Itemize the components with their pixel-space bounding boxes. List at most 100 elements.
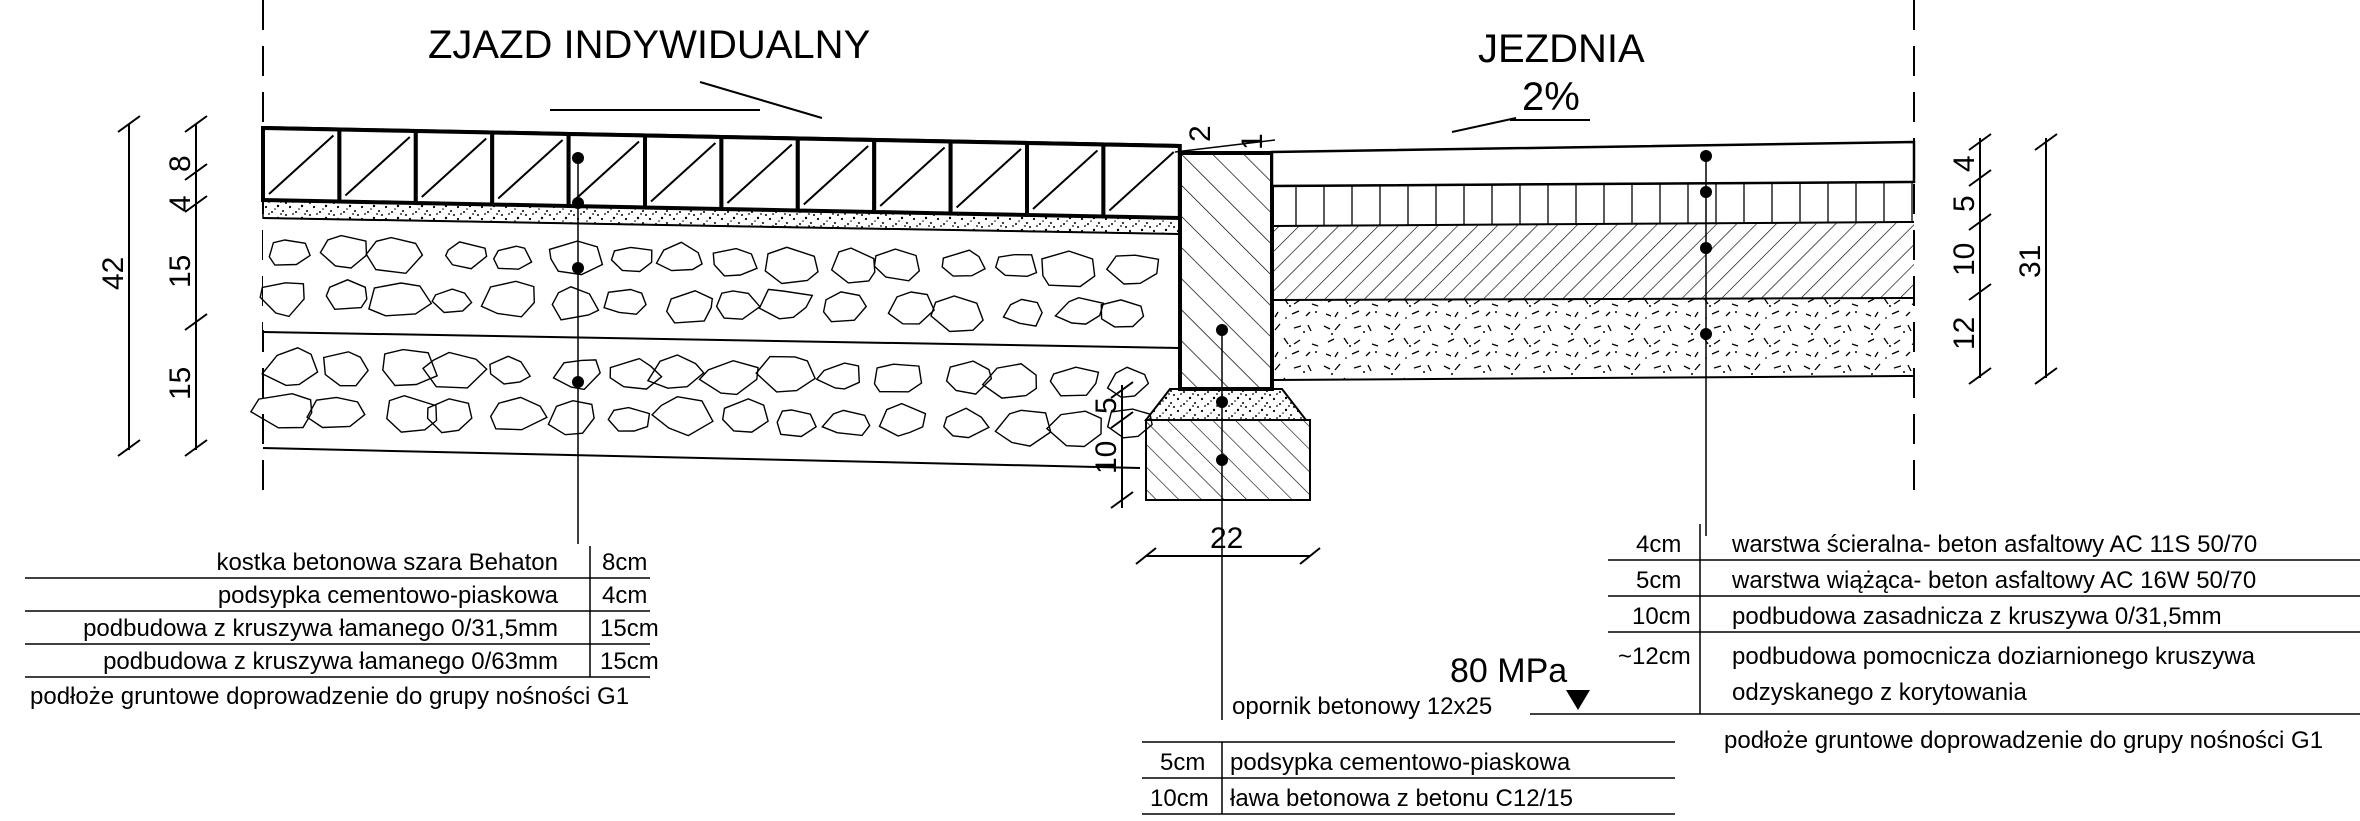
aggregate-stone <box>489 355 532 385</box>
dim-right-subbase: 12 <box>1948 317 1981 350</box>
aggregate-stone <box>552 359 602 391</box>
legend-right-subgrade: podłoże gruntowe doprowadzenie do grupy … <box>1724 727 2323 754</box>
curb-dimensions: 2 1 5 10 22 <box>1090 125 1321 565</box>
aggregate-stone <box>1002 298 1043 327</box>
dim-right-wearing: 4 <box>1948 155 1981 172</box>
aggregate-stone <box>551 286 600 321</box>
legend-right-row-1-thickness: 4cm <box>1636 531 1681 558</box>
bearing-capacity-marker: 80 MPa <box>1450 652 2360 715</box>
legend-left-row-2-thickness: 4cm <box>602 582 647 609</box>
legend-curb-title: opornik betonowy 12x25 <box>1232 693 1492 720</box>
aggregate-stone <box>444 241 488 270</box>
aggregate-stone <box>776 409 817 438</box>
legend-left-row-2-name: podsypka cementowo-piaskowa <box>218 582 559 609</box>
dim-left-bedding: 4 <box>164 195 197 212</box>
legend-left-subgrade: podłoże gruntowe doprowadzenie do grupy … <box>30 683 629 710</box>
aggregate-stone <box>1100 299 1145 328</box>
crushed-stone-0-31-layer <box>259 234 1160 333</box>
paver-block <box>337 127 418 206</box>
aggregate-stone <box>480 280 536 318</box>
aggregate-stone <box>994 253 1038 278</box>
title-driveway: ZJAZD INDYWIDUALNY <box>428 23 870 67</box>
aggregate-stone <box>1106 408 1153 439</box>
paver-block <box>872 137 953 216</box>
aggregate-stone <box>822 291 868 323</box>
aggregate-stone <box>382 348 438 387</box>
paver-block <box>261 125 342 204</box>
aggregate-stone <box>887 291 935 325</box>
aggregate-stone <box>764 246 819 285</box>
aggregate-stone <box>878 402 927 437</box>
paver-block <box>719 134 800 213</box>
aggregate-stone <box>815 362 861 390</box>
aggregate-stone <box>268 239 311 266</box>
legend-right-row-4-thickness: ~12cm <box>1618 643 1691 670</box>
leader-lines <box>572 150 1712 720</box>
dim-right-binder: 5 <box>1948 195 1981 212</box>
slope-arrow-left <box>699 81 823 119</box>
legend-curb: opornik betonowy 12x25 5cm podsypka ceme… <box>1142 693 1675 815</box>
aggregate-stone <box>758 288 814 320</box>
legend-left-row-3-thickness: 15cm <box>600 615 659 642</box>
aggregate-stone <box>1106 366 1150 399</box>
legend-right-row-4-name: podbudowa pomocnicza doziarnionego krusz… <box>1732 643 2256 670</box>
aggregate-stone <box>821 409 871 437</box>
legend-left-row-4-thickness: 15cm <box>600 648 659 675</box>
legend-curb-row-1-name: podsypka cementowo-piaskowa <box>1230 749 1571 776</box>
legend-curb-row-2-thickness: 10cm <box>1150 785 1209 812</box>
dim-curb-top-a: 2 <box>1184 125 1217 142</box>
dim-curb-width: 22 <box>1210 522 1243 555</box>
legend-right-row-1-name: warstwa ścieralna- beton asfaltowy AC 11… <box>1731 531 2257 558</box>
legend-right-row-3-thickness: 10cm <box>1632 603 1691 630</box>
legend-left-row-1-thickness: 8cm <box>602 549 647 576</box>
aggregate-stone <box>712 247 758 277</box>
legend-right-row-2-thickness: 5cm <box>1636 567 1681 594</box>
aggregate-stone <box>603 288 647 315</box>
aggregate-stone <box>651 395 714 437</box>
aggregate-stone <box>492 245 533 270</box>
aggregate-stone <box>610 246 653 273</box>
dim-left-total: 42 <box>97 257 130 290</box>
paver-block <box>948 139 1029 218</box>
legend-curb-row-1-thickness: 5cm <box>1160 749 1205 776</box>
aggregate-stone <box>994 409 1052 447</box>
legend-curb-row-2-name: ława betonowa z betonu C12/15 <box>1230 785 1573 812</box>
aggregate-stone <box>609 357 663 390</box>
aggregate-stone <box>489 396 548 431</box>
legend-right-row-4-name-cont: odzyskanego z korytowania <box>1732 679 2027 706</box>
aggregate-stone <box>930 295 984 333</box>
aggregate-stone <box>981 363 1038 399</box>
aggregate-stone <box>1105 254 1160 285</box>
aggregate-stone <box>547 399 595 436</box>
subbase-recycled-aggregate <box>1272 298 1914 380</box>
aggregate-stone <box>873 248 921 282</box>
aggregate-stone <box>426 398 473 434</box>
aggregate-stone <box>941 249 986 277</box>
left-dimension-chain: 42 8 4 15 15 <box>97 115 208 457</box>
title-roadway: JEZDNIA <box>1478 27 1645 71</box>
dim-left-base1: 15 <box>164 255 197 288</box>
aggregate-stone <box>1049 366 1100 397</box>
legend-left-row-4-name: podbudowa z kruszywa łamanego 0/63mm <box>103 648 558 675</box>
paver-block <box>490 130 571 209</box>
aggregate-stone <box>830 247 876 284</box>
dim-right-total: 31 <box>2014 245 2047 278</box>
aggregate-stone <box>431 288 473 314</box>
aggregate-stone <box>249 392 313 429</box>
base-course-0-31 <box>1272 222 1914 300</box>
concrete-paver-course <box>261 125 1182 221</box>
dim-left-base2: 15 <box>164 367 197 400</box>
aggregate-stone <box>1041 250 1096 288</box>
aggregate-stone <box>1045 410 1102 448</box>
level-triangle-icon <box>1566 690 1590 710</box>
aggregate-stone <box>943 407 990 439</box>
aggregate-stone <box>365 236 424 275</box>
driveway-layers <box>249 125 1182 469</box>
legend-left-row-3-name: podbudowa z kruszywa łamanego 0/31,5mm <box>83 615 558 642</box>
aggregate-stone <box>646 354 705 389</box>
paver-block <box>413 128 495 207</box>
aggregate-stone <box>873 363 923 393</box>
aggregate-stone <box>715 290 761 320</box>
